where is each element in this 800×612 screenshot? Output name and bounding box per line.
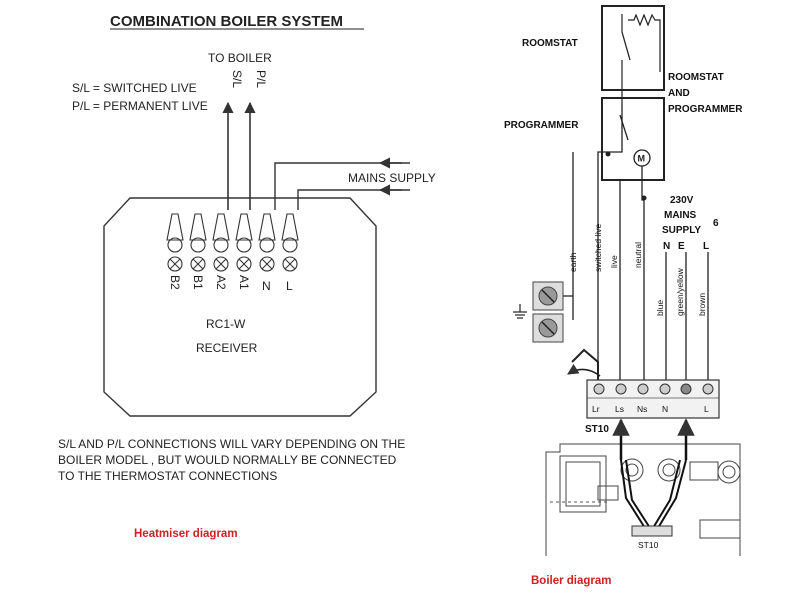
- roomstat-label: ROOMSTAT: [522, 38, 578, 49]
- terminal-label-a1: A1: [237, 275, 251, 290]
- terminal-label-b1: B1: [191, 275, 205, 290]
- wire-label-brown: brown: [697, 293, 707, 316]
- terminal-strip: [586, 379, 720, 419]
- strip-screws: [593, 383, 714, 395]
- terminal-a2: [212, 213, 230, 272]
- legend-switched-live: S/L = SWITCHED LIVE: [72, 81, 197, 95]
- note-line-1: S/L AND P/L CONNECTIONS WILL VARY DEPEND…: [58, 437, 405, 451]
- mains-neutral-wire: [274, 162, 402, 210]
- boiler-diagram: ROOMSTAT M PROGRAMMER ROOMSTAT AND PROGR…: [504, 5, 743, 587]
- supply-terminal-e: E: [678, 241, 685, 252]
- board-link-right-b: [652, 459, 681, 529]
- heatmiser-caption: Heatmiser diagram: [134, 528, 238, 540]
- terminal-label-a2: A2: [214, 275, 228, 290]
- terminal-connectors: [166, 213, 299, 272]
- supply-voltage: 230V: [670, 195, 694, 206]
- junction-dot-1: [605, 151, 611, 157]
- terminal-label-b2: B2: [168, 275, 182, 290]
- strip-label-n: N: [662, 404, 668, 414]
- switched-live-wire: [597, 104, 623, 382]
- lr-bracket: [571, 348, 599, 382]
- receiver-label: RECEIVER: [196, 341, 258, 355]
- permanent-live-tag: P/L: [254, 70, 268, 88]
- note-line-2: BOILER MODEL , BUT WOULD NORMALLY BE CON…: [58, 453, 397, 467]
- earth-clamp-bottom: [532, 313, 564, 343]
- receiver-outline: [103, 197, 377, 417]
- roomstat-box: [601, 5, 665, 91]
- roomstat-switch: [621, 31, 631, 61]
- mains-live-wire: [297, 189, 402, 210]
- legend-permanent-live: P/L = PERMANENT LIVE: [72, 99, 208, 113]
- terminal-a1: [235, 213, 253, 272]
- terminal-b1: [189, 213, 207, 272]
- wire-label-earth: earth: [568, 252, 578, 272]
- earth-symbol: [513, 304, 527, 319]
- thermistor-symbol: [628, 13, 661, 72]
- wire-label-neutral: neutral: [633, 242, 643, 268]
- earth-clamp-top: [532, 281, 564, 311]
- supply-terminal-n: N: [663, 241, 670, 252]
- to-boiler-label: TO BOILER: [208, 51, 272, 65]
- programmer-label: PROGRAMMER: [504, 120, 579, 131]
- six-label: 6: [713, 218, 719, 229]
- programmer-box: [601, 97, 665, 181]
- diagram-title: COMBINATION BOILER SYSTEM: [110, 13, 343, 30]
- note-line-3: TO THE THERMOSTAT CONNECTIONS: [58, 469, 277, 483]
- heatmiser-diagram: COMBINATION BOILER SYSTEM TO BOILER S/L …: [58, 13, 436, 540]
- board-link-left: [620, 459, 646, 529]
- roomstat-and-programmer-1: ROOMSTAT: [668, 72, 724, 83]
- strip-label-ns: Ns: [637, 404, 647, 414]
- boiler-pcb: [545, 443, 741, 556]
- motor-label: M: [638, 154, 646, 164]
- terminal-b2: [166, 213, 184, 272]
- board-link-left-b: [625, 459, 651, 529]
- wire-label-green-yellow: green/yellow: [675, 267, 685, 316]
- switched-live-tag: S/L: [230, 70, 244, 88]
- supply-label: SUPPLY: [662, 225, 701, 236]
- terminal-label-n: N: [262, 279, 271, 293]
- roomstat-and-programmer-2: AND: [668, 88, 690, 99]
- board-link-right: [657, 459, 687, 529]
- wire-label-switched-live: switched live: [593, 224, 603, 272]
- supply-terminal-l: L: [703, 241, 709, 252]
- wire-label-live: live: [609, 255, 619, 268]
- terminal-n: [258, 213, 276, 272]
- wire-label-blue: blue: [655, 300, 665, 316]
- curved-arrow: [567, 363, 601, 377]
- roomstat-and-programmer-3: PROGRAMMER: [668, 104, 743, 115]
- terminal-l: [281, 213, 299, 272]
- junction-dot-2: [641, 195, 647, 201]
- mains-supply-label: MAINS SUPPLY: [348, 171, 436, 185]
- strip-id-label: ST10: [585, 424, 609, 435]
- terminal-label-l: L: [286, 279, 293, 293]
- mains-label: MAINS: [664, 210, 697, 221]
- boiler-caption: Boiler diagram: [531, 575, 612, 587]
- strip-label-ls: Ls: [615, 404, 624, 414]
- strip-label-lr: Lr: [592, 404, 600, 414]
- strip-label-l: L: [704, 404, 709, 414]
- programmer-switch: [619, 114, 629, 141]
- board-connector: [631, 525, 673, 537]
- board-id-label: ST10: [638, 540, 659, 550]
- receiver-model: RC1-W: [206, 317, 246, 331]
